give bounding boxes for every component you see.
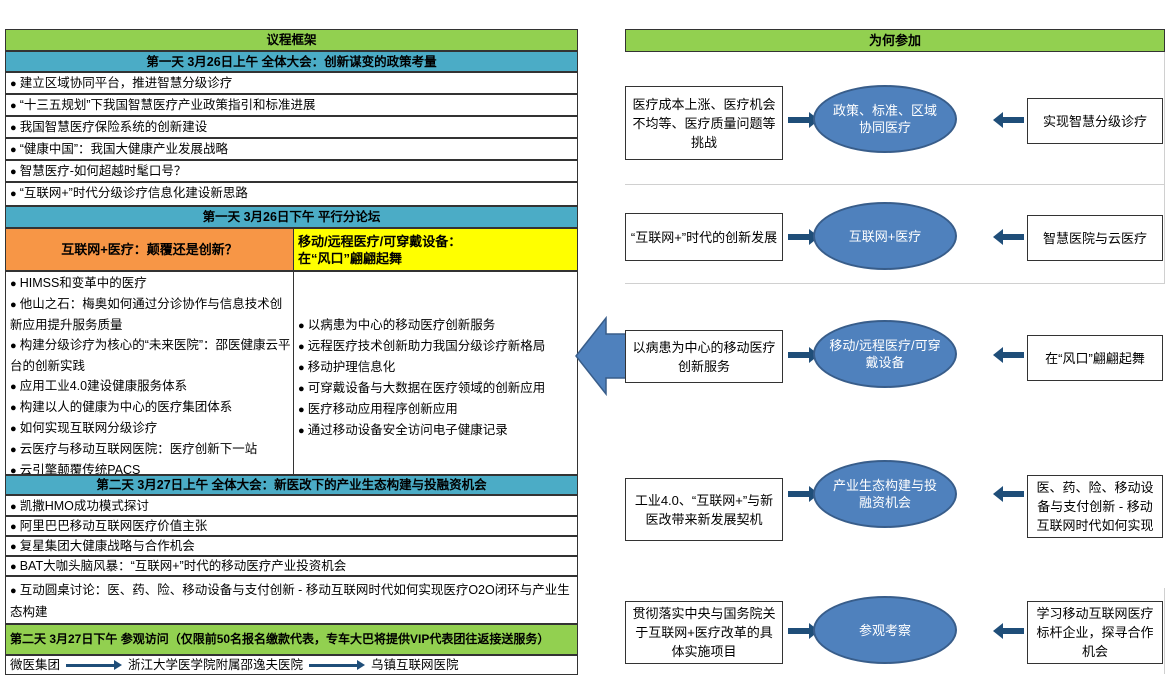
- forum-right-title: 移动/远程医疗/可穿戴设备： 在“风口”翩翩起舞: [293, 228, 578, 271]
- forum-right-title-line2: 在“风口”翩翩起舞: [298, 251, 403, 266]
- list-item: 远程医疗技术创新助力我国分级诊疗新格局: [298, 336, 577, 357]
- list-item: 应用工业4.0建设健康服务体系: [10, 376, 293, 397]
- list-item: “十三五规划”下我国智慧医疗产业政策指引和标准进展: [5, 94, 578, 116]
- why-right-box: 学习移动互联网医疗标杆企业，探寻合作机会: [1027, 601, 1163, 664]
- list-item: 移动护理信息化: [298, 357, 577, 378]
- visit-stop: 浙江大学医学院附属邵逸夫医院: [128, 658, 304, 672]
- arrow-left-icon: [993, 347, 1024, 363]
- why-left-box: “互联网+”时代的创新发展: [625, 213, 783, 261]
- forum-right-title-line1: 移动/远程医疗/可穿戴设备：: [298, 234, 462, 249]
- list-item: 构建以人的健康为中心的医疗集团体系: [10, 397, 293, 418]
- list-item: 智慧医疗-如何超越时髦口号？: [5, 160, 578, 182]
- why-title: 为何参加: [625, 29, 1165, 52]
- why-center-oval: 产业生态构建与投融资机会: [813, 460, 957, 528]
- list-item: 凯撒HMO成功模式探讨: [5, 495, 578, 516]
- list-item: 云医疗与移动互联网医院：医疗创新下一站: [10, 439, 293, 460]
- arrow-right-icon: [788, 229, 819, 245]
- arrow-right-icon: [309, 659, 366, 670]
- why-right-box: 在“风口”翩翩起舞: [1027, 335, 1163, 381]
- visit-stop: 微医集团: [10, 658, 61, 672]
- list-item: 通过移动设备安全访问电子健康记录: [298, 420, 577, 441]
- why-left-box: 工业4.0、“互联网+”与新医改带来新发展契机: [625, 478, 783, 541]
- day1-pm-header: 第一天 3月26日下午 平行分论坛: [5, 206, 578, 228]
- arrow-right-icon: [788, 486, 819, 502]
- list-item: 建立区域协同平台，推进智慧分级诊疗: [5, 72, 578, 94]
- why-left-box: 贯彻落实中央与国务院关于互联网+医疗改革的具体实施项目: [625, 601, 783, 664]
- list-item: 可穿戴设备与大数据在医疗领域的创新应用: [298, 378, 577, 399]
- arrow-left-icon: [993, 112, 1024, 128]
- arrow-left-icon: [993, 229, 1024, 245]
- list-item: 复星集团大健康战略与合作机会: [5, 536, 578, 556]
- list-item: HIMSS和变革中的医疗: [10, 273, 293, 294]
- list-item: 阿里巴巴移动互联网医疗价值主张: [5, 516, 578, 536]
- forum-left-list: HIMSS和变革中的医疗 他山之石：梅奥如何通过分诊协作与信息技术创新应用提升服…: [5, 271, 294, 475]
- list-item: 他山之石：梅奥如何通过分诊协作与信息技术创新应用提升服务质量: [10, 294, 293, 335]
- why-right-box: 实现智慧分级诊疗: [1027, 98, 1163, 144]
- list-item: 如何实现互联网分级诊疗: [10, 418, 293, 439]
- list-item: 以病患为中心的移动医疗创新服务: [298, 315, 577, 336]
- visit-stop: 乌镇互联网医院: [371, 658, 459, 672]
- forum-right-list: 以病患为中心的移动医疗创新服务 远程医疗技术创新助力我国分级诊疗新格局 移动护理…: [293, 271, 578, 475]
- arrow-right-icon: [788, 112, 819, 128]
- why-panel: [625, 185, 1165, 284]
- why-panel: [625, 52, 1165, 185]
- why-left-box: 医疗成本上涨、医疗机会不均等、医疗质量问题等挑战: [625, 86, 783, 160]
- list-item: 医疗移动应用程序创新应用: [298, 399, 577, 420]
- arrow-right-icon: [66, 659, 123, 670]
- list-item: 云引擎颠覆传统PACS: [10, 460, 293, 474]
- agenda-title: 议程框架: [5, 29, 578, 51]
- why-panel: [625, 588, 1165, 674]
- list-item: “健康中国”：我国大健康产业发展战略: [5, 138, 578, 160]
- why-center-oval: 参观考察: [813, 596, 957, 664]
- big-left-arrow-icon: [575, 316, 629, 396]
- list-item: 互动圆桌讨论：医、药、险、移动设备与支付创新 - 移动互联网时代如何实现医疗O2…: [5, 576, 578, 624]
- day2-am-header: 第二天 3月27日上午 全体大会：新医改下的产业生态构建与投融资机会: [5, 475, 578, 495]
- forum-left-title: 互联网+医疗：颠覆还是创新？: [5, 228, 294, 271]
- visit-route: 微医集团 浙江大学医学院附属邵逸夫医院 乌镇互联网医院: [5, 655, 578, 675]
- why-left-box: 以病患为中心的移动医疗创新服务: [625, 330, 783, 383]
- arrow-right-icon: [788, 623, 819, 639]
- list-item: BAT大咖头脑风暴：“互联网+”时代的移动医疗产业投资机会: [5, 556, 578, 576]
- why-center-oval: 互联网+医疗: [813, 202, 957, 270]
- why-right-box: 医、药、险、移动设备与支付创新 - 移动互联网时代如何实现: [1027, 475, 1163, 538]
- day1-am-header: 第一天 3月26日上午 全体大会：创新谋变的政策考量: [5, 51, 578, 72]
- arrow-left-icon: [993, 486, 1024, 502]
- day2-pm-header: 第二天 3月27日下午 参观访问（仅限前50名报名缴款代表，专车大巴将提供VIP…: [5, 624, 578, 655]
- list-item: “互联网+”时代分级诊疗信息化建设新思路: [5, 182, 578, 206]
- why-right-box: 智慧医院与云医疗: [1027, 215, 1163, 261]
- why-center-oval: 政策、标准、区域协同医疗: [813, 85, 957, 153]
- list-item: 构建分级诊疗为核心的“未来医院”：邵医健康云平台的创新实践: [10, 335, 293, 376]
- arrow-right-icon: [788, 347, 819, 363]
- list-item: 我国智慧医疗保险系统的创新建设: [5, 116, 578, 138]
- why-center-oval: 移动/远程医疗/可穿戴设备: [813, 320, 957, 388]
- arrow-left-icon: [993, 623, 1024, 639]
